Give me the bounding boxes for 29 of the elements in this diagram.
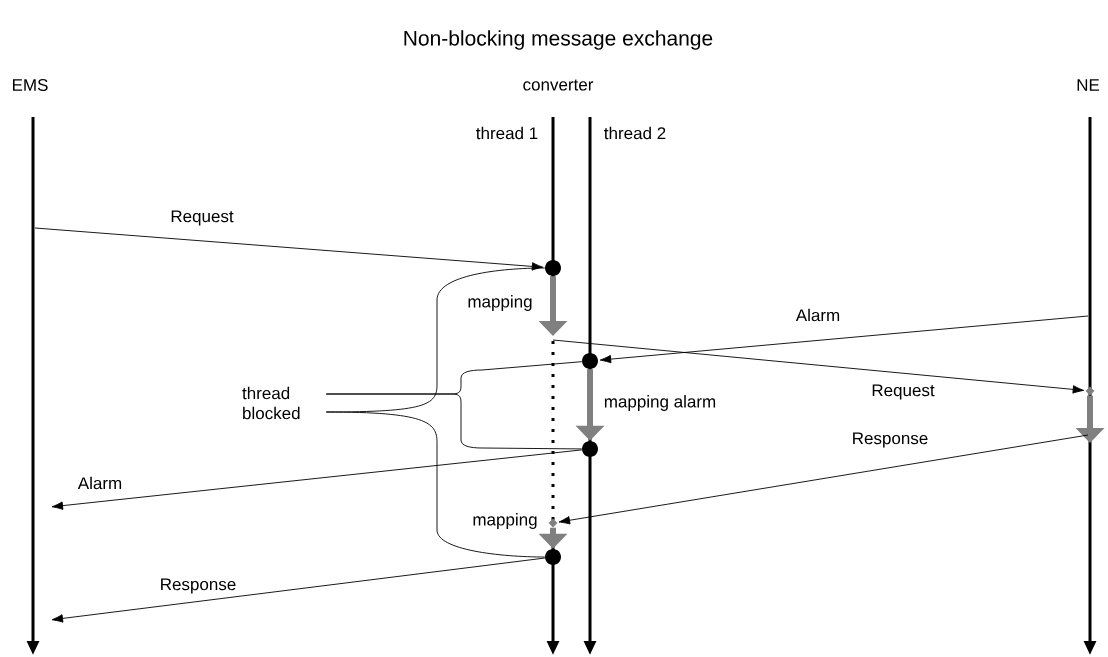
message-arrow: [552, 339, 1085, 394]
message-arrow: [51, 557, 546, 623]
edge-label: mapping: [471, 512, 539, 530]
edge-label: Request: [169, 209, 235, 227]
edge-label: Alarm: [76, 475, 124, 491]
edge-label: Alarm: [794, 307, 842, 323]
edge-label: mapping alarm: [602, 394, 718, 412]
message-arrow: [34, 227, 544, 271]
event-diamond: [548, 518, 558, 528]
lane-label: NE: [1077, 79, 1100, 91]
lane-label: thread 2: [604, 126, 666, 140]
lane-label: converter: [523, 79, 594, 91]
lane-label: EMS: [13, 79, 48, 92]
leader-line: [325, 411, 546, 558]
title: Non-blocking message exchange: [404, 30, 713, 50]
note-text: thread blocked: [242, 386, 300, 420]
lane-label: thread 1: [476, 126, 538, 140]
event-dot: [582, 441, 598, 457]
event-dot: [545, 549, 561, 565]
leader-line: [325, 393, 583, 450]
message-arrow: [558, 434, 1089, 525]
message-arrow: [599, 315, 1089, 364]
edge-label: mapping: [466, 294, 534, 312]
event-dot: [582, 353, 598, 369]
edge-label: Response: [158, 577, 238, 595]
message-arrow: [51, 449, 583, 510]
edge-label: Response: [850, 431, 930, 449]
event-diamond: [1085, 386, 1095, 396]
edge-label: Request: [870, 383, 936, 401]
